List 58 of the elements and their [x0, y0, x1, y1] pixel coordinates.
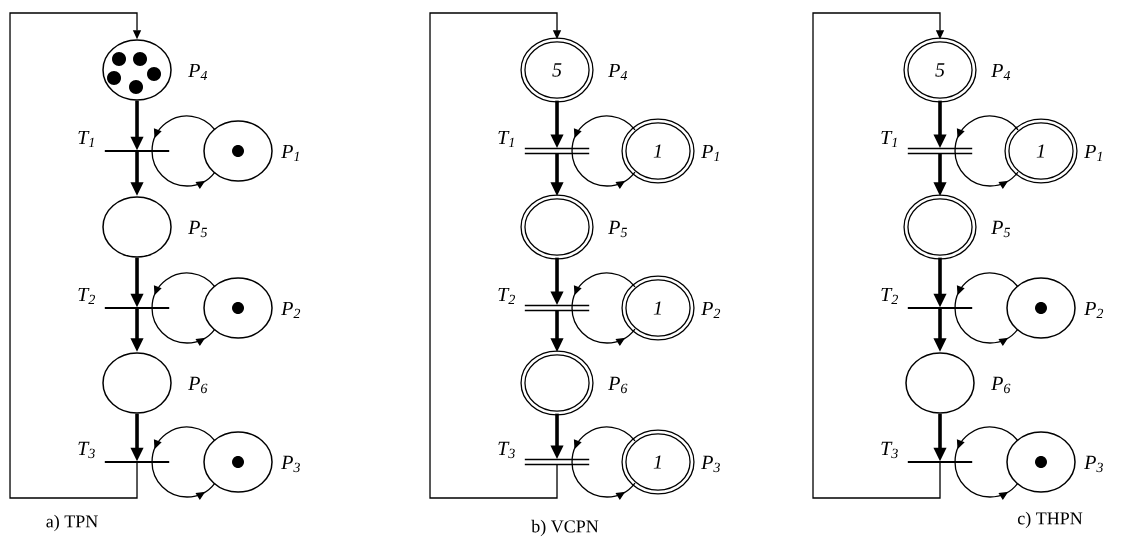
place-label: P$_{5}$	[188, 220, 207, 238]
place-label: P$_{3}$	[1084, 455, 1103, 473]
place-label: P$_{4}$	[991, 63, 1011, 81]
place-label: P$_{3}$	[701, 455, 720, 473]
place-label: P$_{2}$	[281, 301, 301, 319]
place-label: P$_{1}$	[1084, 144, 1102, 162]
place-label: P$_{3}$	[281, 455, 300, 473]
place-label: P$_{2}$	[1084, 301, 1104, 319]
place-circle	[520, 194, 594, 260]
transition-label: T$_{2}$	[78, 287, 95, 305]
transition-bar	[524, 458, 590, 466]
place-label: P$_{2}$	[701, 301, 721, 319]
arrow	[151, 115, 216, 152]
arrow	[954, 115, 1019, 152]
place-circle	[520, 350, 594, 416]
place-circle	[203, 120, 273, 182]
place-label: P$_{4}$	[188, 63, 208, 81]
transition-label: T$_{3}$	[881, 441, 898, 459]
caption: a) TPN	[46, 514, 98, 532]
place-label: P$_{1}$	[701, 144, 719, 162]
transition-bar	[524, 304, 590, 312]
transition-label: T$_{1}$	[78, 130, 94, 148]
arrow	[151, 272, 216, 309]
arrow	[571, 272, 636, 309]
place-circle	[102, 352, 172, 414]
place-circle	[905, 352, 975, 414]
place-label: P$_{5}$	[608, 220, 627, 238]
place-circle	[1006, 277, 1076, 339]
transition-label: T$_{1}$	[881, 130, 897, 148]
arrow	[151, 426, 216, 463]
caption: c) THPN	[1017, 511, 1083, 529]
arrow	[571, 426, 636, 463]
place-circle	[203, 431, 273, 493]
transition-bar	[524, 147, 590, 155]
arrow	[571, 115, 636, 152]
place-circle	[1006, 431, 1076, 493]
transition-label: T$_{1}$	[498, 130, 514, 148]
transition-bar	[907, 147, 973, 155]
place-circle	[102, 196, 172, 258]
arrow	[812, 12, 945, 499]
caption: b) VCPN	[531, 519, 599, 537]
place-label: P$_{4}$	[608, 63, 628, 81]
place-circle	[903, 194, 977, 260]
place-circle	[203, 277, 273, 339]
place-label: P$_{6}$	[608, 376, 628, 394]
place-circle	[102, 39, 172, 101]
place-label: P$_{5}$	[991, 220, 1010, 238]
transition-label: T$_{3}$	[78, 441, 95, 459]
place-label: P$_{1}$	[281, 144, 299, 162]
place-label: P$_{6}$	[188, 376, 208, 394]
transition-label: T$_{2}$	[881, 287, 898, 305]
arrow	[954, 426, 1019, 463]
arrow	[954, 272, 1019, 309]
arrow	[429, 12, 562, 499]
place-label: P$_{6}$	[991, 376, 1011, 394]
transition-label: T$_{2}$	[498, 287, 515, 305]
arrow	[9, 12, 142, 499]
transition-label: T$_{3}$	[498, 441, 515, 459]
